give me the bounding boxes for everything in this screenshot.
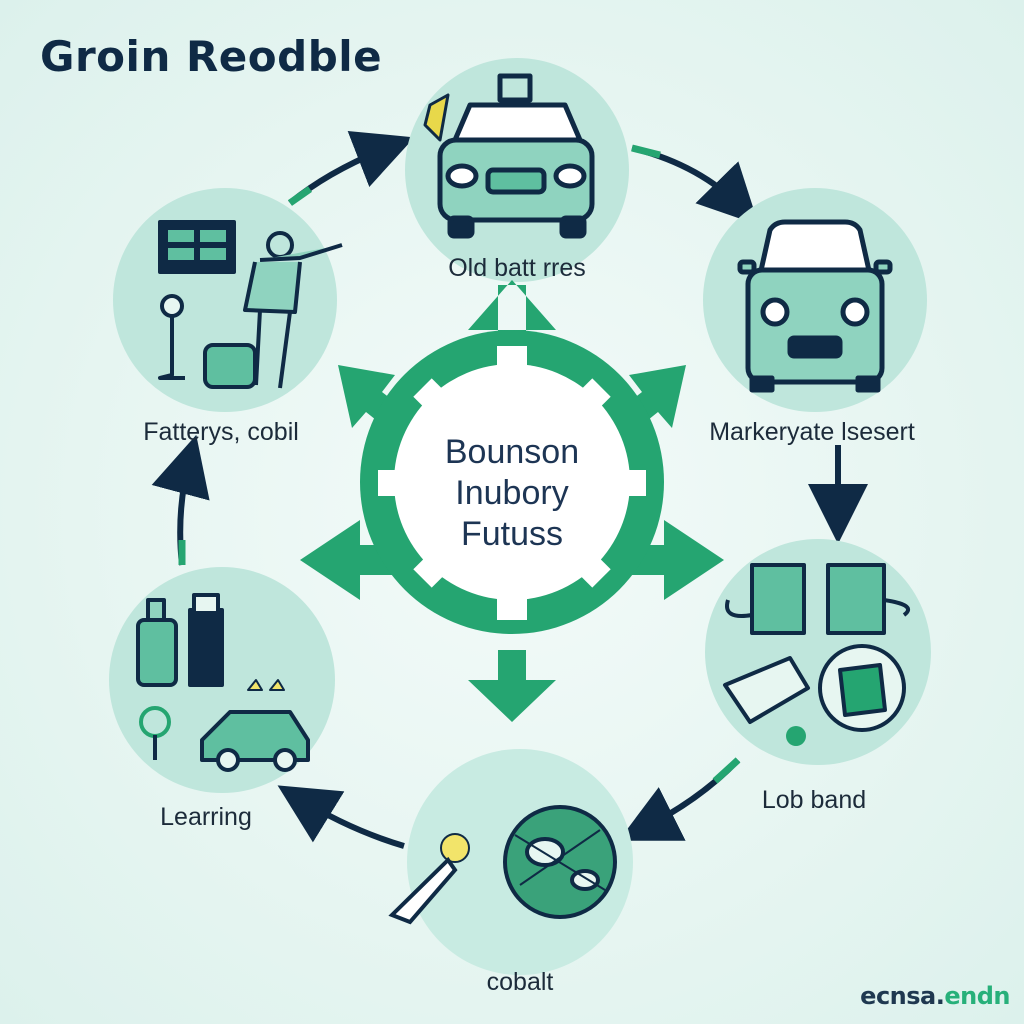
node-label-top: Old batt rres bbox=[448, 254, 586, 282]
worker-battery-icon bbox=[158, 220, 343, 389]
watermark-part-1: ecnsa. bbox=[860, 982, 945, 1010]
page-title: Groin Reodble bbox=[40, 32, 383, 81]
center-line-3: Futuss bbox=[460, 515, 564, 553]
node-label-right: Markeryate lsesert bbox=[709, 418, 915, 446]
center-line-1: Bounson bbox=[444, 433, 580, 471]
car-front-icon bbox=[737, 219, 893, 393]
watermark-logo: ecnsa.endn bbox=[860, 982, 1010, 1010]
recycling-materials-icon bbox=[723, 563, 910, 746]
center-line-2: Inubory bbox=[455, 474, 569, 512]
node-label-left-bottom: Learring bbox=[160, 803, 252, 831]
arrow-top-to-right bbox=[631, 145, 759, 226]
node-label-bottom-right: Lob band bbox=[761, 786, 867, 814]
car-icon bbox=[423, 73, 595, 239]
node-label-bottom: cobalt bbox=[486, 968, 554, 996]
watermark-part-2: endn bbox=[944, 982, 1010, 1010]
node-label-left-top: Fatterys, cobil bbox=[143, 418, 299, 446]
node-circle-bottom-right bbox=[705, 539, 931, 765]
center-label: Bounson Inubory Futuss bbox=[445, 432, 579, 555]
cycle-arrows bbox=[151, 131, 868, 849]
center-hub bbox=[300, 280, 724, 722]
mineral-globe-icon bbox=[388, 805, 617, 925]
arrow-bottom-to-leftbottom bbox=[277, 785, 405, 849]
battery-ev-icon bbox=[136, 593, 310, 772]
